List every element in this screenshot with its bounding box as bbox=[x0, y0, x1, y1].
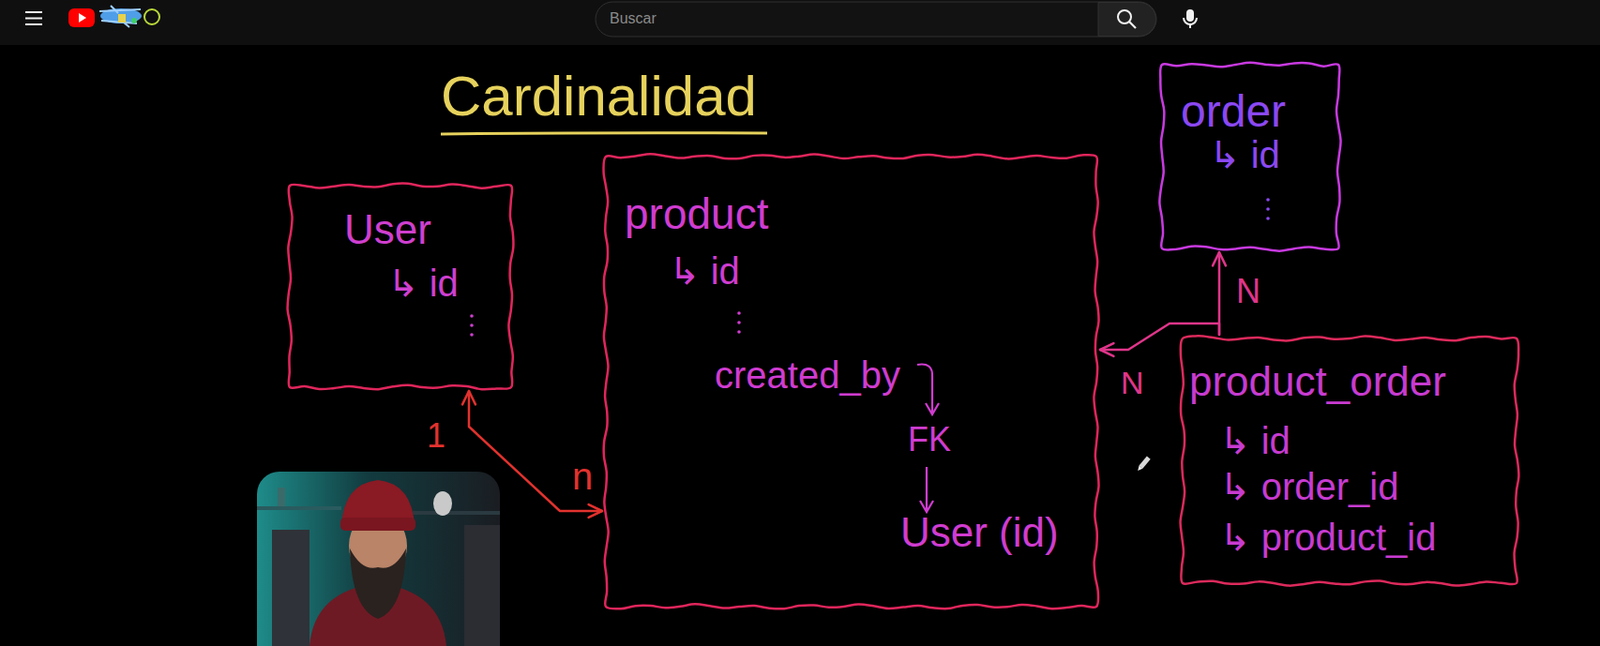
fk-arrows-part bbox=[925, 467, 928, 512]
webcam-overlay-part bbox=[464, 525, 500, 646]
cardinality-label: N bbox=[1120, 365, 1145, 401]
menu-icon-part bbox=[25, 23, 43, 26]
logo-part bbox=[78, 13, 87, 23]
arrow-head bbox=[1212, 252, 1226, 266]
field-name: ↳ id bbox=[668, 250, 740, 292]
search-placeholder: Buscar bbox=[609, 10, 657, 28]
webcam-overlay-part bbox=[256, 471, 500, 646]
field-name: created_by bbox=[714, 354, 901, 396]
cardinality-label: N bbox=[1236, 272, 1261, 311]
ellipsis-dot bbox=[737, 320, 741, 325]
search-box-part bbox=[595, 1, 1157, 37]
box-border bbox=[603, 153, 1100, 609]
webcam-overlay-part bbox=[433, 491, 453, 516]
webcam-overlay-part bbox=[340, 517, 416, 531]
box-border bbox=[287, 183, 514, 391]
header-bg bbox=[0, 0, 1600, 46]
webcam-overlay bbox=[256, 471, 500, 646]
key-tag: FK bbox=[907, 421, 951, 459]
mic-icon bbox=[1183, 9, 1197, 29]
logo-part bbox=[131, 17, 137, 24]
join-table-box: product_order ↳ id↳ order_id ↳ product_id bbox=[1178, 334, 1521, 588]
webcam-overlay-part bbox=[271, 529, 310, 646]
arrow-head bbox=[462, 391, 476, 405]
webcam-overlay-part bbox=[349, 548, 407, 619]
ellipsis-dot bbox=[469, 323, 474, 328]
field-name: ↳ id bbox=[387, 262, 459, 304]
box-border bbox=[1159, 62, 1341, 252]
arrow-head bbox=[1100, 343, 1114, 357]
ellipsis-dot bbox=[469, 314, 474, 318]
menu-icon bbox=[25, 12, 43, 25]
box-border bbox=[1180, 335, 1520, 586]
cardinality-label: 1 bbox=[426, 417, 446, 455]
ellipsis-dot bbox=[469, 332, 474, 337]
diagram-title: Cardinalidad bbox=[440, 65, 757, 128]
ellipsis-dot bbox=[737, 311, 741, 316]
entity-name: product bbox=[624, 190, 769, 239]
fk-arrows-part bbox=[925, 403, 939, 415]
menu-icon-part bbox=[25, 17, 43, 20]
logo-part bbox=[144, 9, 160, 25]
ellipsis-dot bbox=[1266, 197, 1270, 202]
pencil-cursor-part bbox=[1139, 455, 1151, 468]
entity-name: order bbox=[1180, 87, 1286, 137]
entity-box: User ↳ id bbox=[286, 181, 515, 392]
header-bar bbox=[0, 0, 1600, 46]
field-name: ↳ order_id bbox=[1219, 466, 1399, 508]
fk-arrows-part bbox=[917, 364, 933, 413]
webcam-overlay-part bbox=[277, 487, 286, 507]
entity-name: product_order bbox=[1189, 359, 1447, 405]
field-name: ↳ id bbox=[1208, 134, 1281, 176]
pencil-cursor bbox=[1135, 455, 1150, 472]
connector-line bbox=[468, 391, 603, 512]
entity-box: product ↳ id created_byFK User (id) bbox=[602, 152, 1101, 611]
logo-part bbox=[99, 5, 141, 28]
field-name: ↳ product_id bbox=[1219, 516, 1436, 559]
menu-icon-part bbox=[25, 11, 43, 14]
search-box-part bbox=[1129, 21, 1136, 29]
ellipsis-dot bbox=[737, 330, 741, 334]
relationship-arrow bbox=[1100, 323, 1220, 357]
mic-icon-part bbox=[1183, 17, 1197, 25]
pencil-cursor-part bbox=[1135, 465, 1143, 472]
mic-icon-part bbox=[1189, 24, 1192, 29]
search-box-part bbox=[1117, 10, 1132, 24]
reference-name: User (id) bbox=[900, 510, 1059, 556]
entity-box: order↳ id bbox=[1158, 60, 1343, 253]
cardinality-label: n bbox=[572, 455, 593, 498]
logo-part bbox=[68, 8, 95, 28]
webcam-overlay-part bbox=[412, 511, 500, 515]
search-box bbox=[595, 1, 1157, 37]
entity-name: User bbox=[344, 207, 432, 253]
logo-part bbox=[118, 14, 126, 23]
logo bbox=[68, 5, 160, 28]
ellipsis-dot bbox=[1266, 216, 1270, 221]
mic-icon-part bbox=[1186, 9, 1194, 22]
title-underline bbox=[440, 133, 768, 135]
arrow-head bbox=[588, 504, 603, 518]
field-name: ↳ id bbox=[1219, 420, 1291, 462]
ellipsis-dot bbox=[1266, 207, 1270, 212]
relationship-arrow bbox=[462, 391, 603, 518]
search-box-part bbox=[1098, 2, 1157, 37]
webcam-overlay-part bbox=[256, 506, 342, 511]
